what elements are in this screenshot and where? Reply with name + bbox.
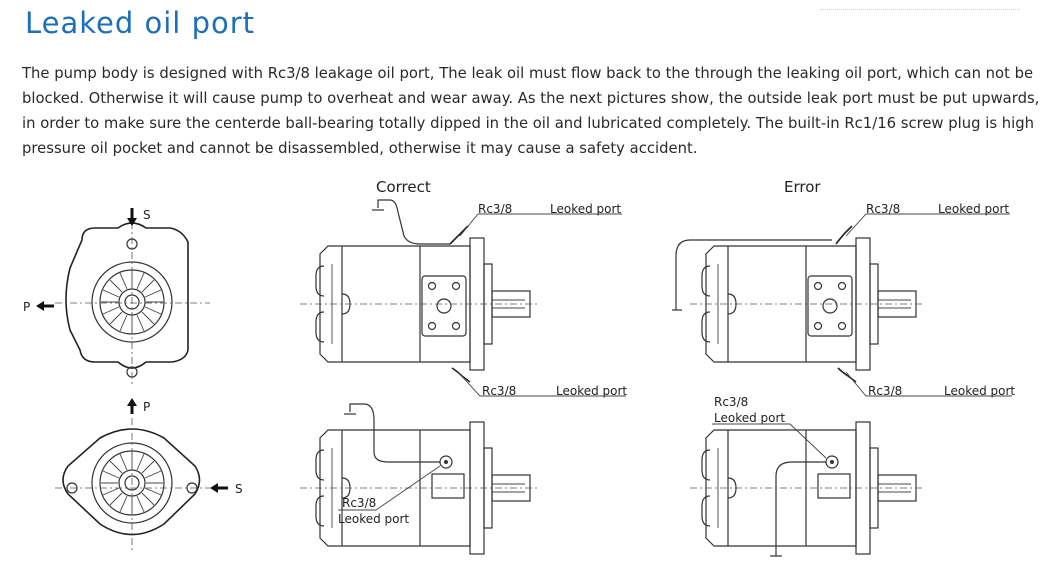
page-title: Leaked oil port — [25, 6, 256, 40]
correct-top-port-upper: Rc3/8 — [478, 202, 512, 216]
correct-top-view: Rc3/8 Leoked port Rc3/8 Leoked port — [300, 199, 627, 398]
correct-top-port-lower: Rc3/8 — [482, 384, 516, 398]
pressure-label-bottom: P — [143, 400, 150, 414]
pressure-label-top: P — [23, 300, 30, 314]
correct-bottom-port: Rc3/8 — [342, 496, 376, 510]
correct-bottom-view: Rc3/8 Leoked port — [300, 403, 540, 555]
error-top-port-lower: Rc3/8 — [868, 384, 902, 398]
error-bottom-port: Rc3/8 — [714, 395, 748, 409]
decorative-divider — [820, 9, 1020, 12]
error-top-port-upper: Rc3/8 — [866, 202, 900, 216]
correct-bottom-label: Leoked port — [338, 512, 409, 526]
section-description: The pump body is designed with Rc3/8 lea… — [22, 65, 1040, 157]
error-bottom-view: Rc3/8 Leoked port — [690, 395, 925, 557]
correct-top-label-lower: Leoked port — [556, 384, 627, 398]
suction-label-bottom: S — [235, 482, 243, 496]
front-view-top: S P — [23, 208, 210, 386]
front-view-bottom: P S — [55, 398, 243, 552]
error-top-label-upper: Leoked port — [938, 202, 1009, 216]
correct-top-label-upper: Leoked port — [550, 202, 621, 216]
error-heading: Error — [784, 178, 821, 196]
error-top-view: Rc3/8 Leoked port Rc3/8 Leoked port — [672, 202, 1015, 398]
correct-heading: Correct — [376, 178, 431, 196]
error-bottom-label: Leoked port — [714, 411, 785, 425]
error-top-label-lower: Leoked port — [944, 384, 1015, 398]
suction-label-top: S — [143, 208, 151, 222]
